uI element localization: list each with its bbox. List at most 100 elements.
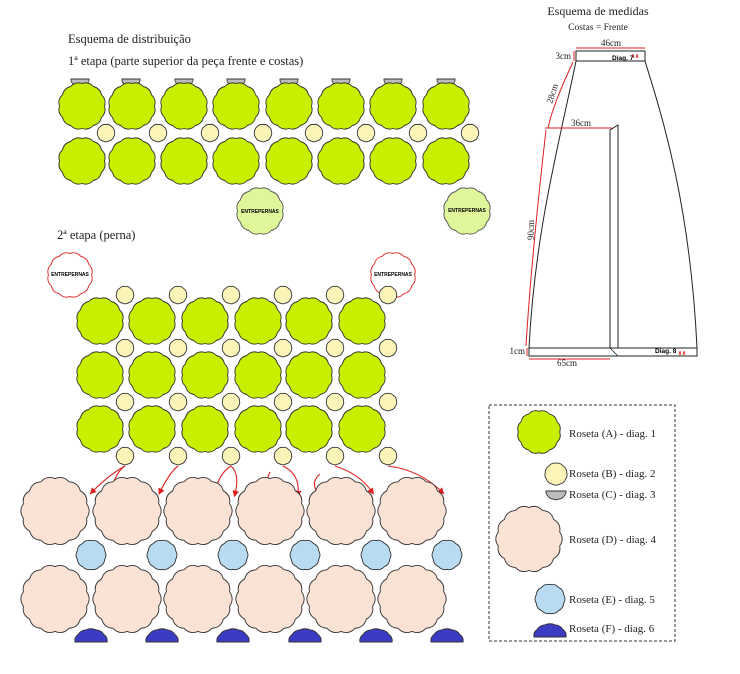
legend-label-a: Roseta (A) - diag. 1 [569,428,656,440]
rosette-b-leg-r1-4 [273,338,293,358]
rosette-d-r2-4 [235,565,305,633]
rosette-d-r2-6 [377,565,447,633]
rosette-a-stage1-bottom-3 [160,137,208,185]
measure-1cm: 1cm [510,346,526,356]
rosette-a-stage1-bottom-7 [369,137,417,185]
rosette-d-r2-2 [92,565,162,633]
rosette-a-stage1-bottom-4 [212,137,260,185]
rosette-a-leg-r3-2 [128,405,176,453]
measure-90cm: 90cm [526,220,536,240]
rosette-f-1 [74,628,108,643]
rosette-b-leg-r2-3 [221,392,241,412]
rosette-d-r1-4 [235,477,305,545]
rosette-a-stage1-top-3 [160,82,208,130]
stage1-label: 1ª etapa (parte superior da peça frente … [68,54,303,68]
rosette-b-leg-r3-1 [115,446,135,466]
hem-rect [528,347,698,357]
rosette-b-leg-r1-1 [115,338,135,358]
measures-title: Esquema de medidas [547,4,649,18]
rosette-b-leg-r3-5 [325,446,345,466]
measures-subtitle: Costas = Frente [568,23,628,33]
rosette-b-leg-row0-3 [221,285,241,305]
legend-label-d: Roseta (D) - diag. 4 [569,534,657,546]
rosette-b-leg-row0-1 [115,285,135,305]
rosette-a-leg-r1-5 [285,297,333,345]
rosette-b-leg-r3-3 [221,446,241,466]
rosette-e-1 [75,539,107,571]
legend-swatch-f [533,623,567,638]
rosette-e-4 [289,539,321,571]
legend-swatch-b [544,462,568,486]
rosette-b-stage1-4 [253,123,273,143]
rosette-b-stage1-3 [200,123,220,143]
rosette-f-5 [359,628,393,643]
legend-swatch-e [534,583,566,615]
measure-28cm: 28cm [544,83,560,105]
connection-arrow-8 [334,465,374,495]
rosette-a-leg-r3-6 [338,405,386,453]
rosette-b-leg-row0-6 [378,285,398,305]
rosette-b-leg-r2-1 [115,392,135,412]
entrepernas-label-3: ENTREPERNAS [51,272,89,278]
rosette-b-stage1-8 [460,123,480,143]
legend-label-e: Roseta (E) - diag. 5 [569,594,655,606]
rosette-e-2 [146,539,178,571]
rosette-a-stage1-bottom-6 [317,137,365,185]
legend-swatch-d [495,505,563,573]
rosette-a-leg-r2-5 [285,351,333,399]
rosette-e-5 [360,539,392,571]
rosette-b-leg-r1-2 [168,338,188,358]
rosette-b-leg-r3-4 [273,446,293,466]
rosette-b-stage1-2 [148,123,168,143]
rosette-f-2 [145,628,179,643]
rosette-a-leg-r1-3 [181,297,229,345]
rosette-a-leg-r1-4 [234,297,282,345]
rosette-d-r1-2 [92,477,162,545]
rosette-a-stage1-top-4 [212,82,260,130]
rosette-f-6 [430,628,464,643]
measure-36cm: 36cm [571,118,591,128]
entrepernas-rosette-1 [236,187,284,235]
rosette-a-stage1-top-5 [265,82,313,130]
rosette-b-stage1-6 [356,123,376,143]
connection-arrow-4 [230,465,240,498]
legend-label-b: Roseta (B) - diag. 2 [569,468,655,480]
legend-label-f: Roseta (F) - diag. 6 [569,623,655,635]
rosette-a-leg-r2-6 [338,351,386,399]
rosette-b-leg-r1-3 [221,338,241,358]
diag8-label: Diag. 8 [655,348,677,355]
rosette-b-leg-r2-2 [168,392,188,412]
rosette-a-leg-r1-6 [338,297,386,345]
rosette-d-r1-3 [163,477,233,545]
entrepernas-label-2: ENTREPERNAS [448,208,486,214]
rosette-b-leg-r3-2 [168,446,188,466]
rosette-d-r2-5 [306,565,376,633]
rosette-b-leg-r2-6 [378,392,398,412]
legend-swatch-a [517,410,561,454]
rosette-a-stage1-bottom-2 [108,137,156,185]
rosette-a-leg-r2-1 [76,351,124,399]
rosette-b-leg-r3-6 [378,446,398,466]
measure-65cm: 65cm [557,358,577,368]
rosette-d-r2-1 [20,565,90,633]
rosette-a-stage1-top-1 [58,82,106,130]
measurement-pattern [525,47,698,360]
connection-arrow-6 [282,465,302,498]
rosette-e-3 [217,539,249,571]
rosette-d-r1-6 [377,477,447,545]
measure-3cm: 3cm [556,51,572,61]
rosette-d-r1-5 [306,477,376,545]
rosette-a-stage1-bottom-1 [58,137,106,185]
rosette-a-leg-r2-3 [181,351,229,399]
rosette-a-leg-r3-3 [181,405,229,453]
rosette-e-6 [431,539,463,571]
rosette-b-leg-r2-5 [325,392,345,412]
diag7-arrows [631,53,639,59]
entrepernas-outline-1 [47,252,93,298]
rosette-b-leg-row0-4 [273,285,293,305]
dim-28cm [547,61,574,129]
rosette-d-r1-1 [20,477,90,545]
rosette-b-leg-r1-6 [378,338,398,358]
rosette-a-stage1-top-7 [369,82,417,130]
